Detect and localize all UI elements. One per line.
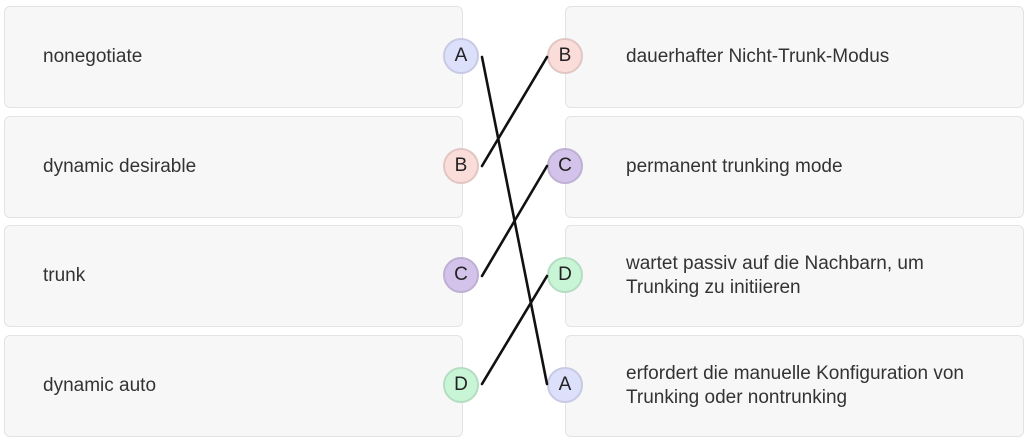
left-item-label: trunk [43,265,86,286]
right-item-label: wartet passiv auf die Nachbarn, um Trunk… [626,253,924,298]
right-item-4[interactable]: erfordert die manuelle Konfiguration von… [565,335,1024,437]
left-item-d[interactable]: dynamic auto [4,335,463,437]
right-item-label: dauerhafter Nicht-Trunk-Modus [626,46,890,67]
badge-letter: B [454,155,468,176]
left-item-label: dynamic auto [43,375,157,396]
right-item-2[interactable]: permanent trunking mode [565,116,1024,218]
connection-line-c [480,164,549,278]
left-item-a[interactable]: nonegotiate [4,6,463,108]
left-badge-b[interactable]: B [443,148,479,184]
right-item-label: permanent trunking mode [626,156,843,177]
right-badge-a[interactable]: A [547,367,583,403]
right-item-3[interactable]: wartet passiv auf die Nachbarn, um Trunk… [565,225,1024,327]
right-badge-c[interactable]: C [547,148,583,184]
connection-line-b [480,55,549,168]
badge-letter: B [558,45,572,66]
left-badge-a[interactable]: A [443,38,479,74]
right-badge-b[interactable]: B [547,38,583,74]
badge-letter: A [558,374,572,395]
right-badge-d[interactable]: D [547,257,583,293]
badge-letter: C [558,155,572,176]
right-item-label: erfordert die manuelle Konfiguration von… [626,363,964,408]
badge-letter: A [454,45,468,66]
badge-letter: C [454,264,468,285]
left-badge-c[interactable]: C [443,257,479,293]
left-item-label: nonegotiate [43,46,143,67]
left-item-label: dynamic desirable [43,156,197,177]
right-item-1[interactable]: dauerhafter Nicht-Trunk-Modus [565,6,1024,108]
connection-line-d [480,274,549,386]
badge-letter: D [454,374,468,395]
badge-letter: D [558,264,572,285]
left-item-b[interactable]: dynamic desirable [4,116,463,218]
connection-line-a [480,55,549,386]
left-item-c[interactable]: trunk [4,225,463,327]
left-badge-d[interactable]: D [443,367,479,403]
